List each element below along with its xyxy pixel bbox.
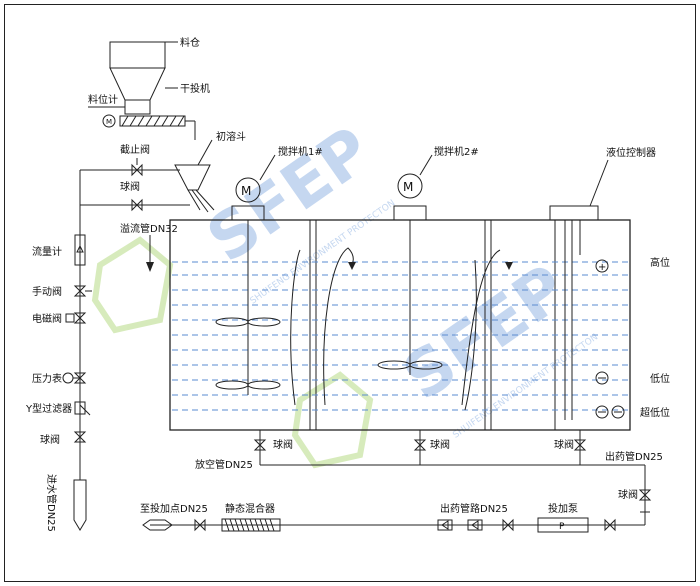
check-valve-2-icon — [467, 519, 483, 531]
pressure-gauge-icon — [62, 372, 74, 384]
bottom-valve-1-icon — [194, 518, 206, 532]
pressure-gauge-label: 压力表 — [32, 372, 62, 385]
ultra-low-sensor-2-icon — [611, 405, 625, 419]
outlet-ball-valve-label: 球阀 — [618, 488, 638, 501]
ball-valve-left-icon — [73, 431, 87, 443]
watermark-text-2: SFEP — [391, 251, 581, 415]
right-ball-valve-label: 球阀 — [554, 438, 574, 451]
dosing-point-arrow-icon — [142, 519, 173, 531]
silo — [109, 41, 166, 115]
drain-valve-label: 球阀 — [273, 438, 293, 451]
diagram-frame — [4, 4, 696, 582]
mid-ball-valve-icon — [413, 439, 427, 451]
watermark-2: SFEP SHUIFENG ENVIRONMENT PROTECTON — [291, 251, 600, 469]
feeder-motor-icon — [102, 114, 116, 128]
static-mixer — [221, 518, 281, 532]
drain-valve-icon — [253, 439, 267, 451]
level-controller — [549, 205, 599, 420]
ball-valve-top-label: 球阀 — [120, 180, 140, 193]
stop-valve-label: 截止阀 — [120, 143, 150, 156]
flowmeter-icon — [74, 234, 86, 266]
dosing-pump-symbol: P — [559, 522, 565, 532]
solenoid-valve-label: 电磁阀 — [32, 312, 62, 325]
dry-feeder-label: 干投机 — [180, 82, 210, 95]
right-ball-valve-icon — [573, 439, 587, 451]
dissolving-hopper-label: 初溶斗 — [216, 130, 246, 143]
feeder-motor-symbol: M — [106, 118, 112, 126]
ball-valve-left-label: 球阀 — [40, 433, 60, 446]
dosing-pump-label: 投加泵 — [548, 502, 578, 515]
mixer1-label: 搅拌机1# — [278, 145, 323, 158]
svg-text:+: + — [598, 262, 606, 273]
ball-valve-top-icon — [131, 198, 143, 212]
outlet-pipe-label: 出药管DN25 — [605, 450, 663, 463]
outlet-pipeline-label: 出药管路DN25 — [440, 502, 508, 515]
mid-ball-valve-label: 球阀 — [430, 438, 450, 451]
low-level-sensor-icon — [595, 371, 609, 385]
high-level-sensor-icon — [595, 259, 609, 273]
inlet-arrow-icon — [73, 479, 87, 531]
level-gauge-label: 料位计 — [88, 93, 118, 106]
level-controller-label: 液位控制器 — [606, 146, 656, 159]
high-level-label: 高位 — [650, 256, 670, 269]
ultra-low-level-label: 超低位 — [640, 406, 670, 419]
flowmeter-label: 流量计 — [32, 245, 62, 258]
manual-valve-label: 手动阀 — [32, 285, 62, 298]
ultra-low-sensor-1-icon — [595, 405, 609, 419]
mixer2 — [377, 173, 443, 375]
dosing-pump-icon — [537, 517, 589, 533]
to-dosing-point-label: 至投加点DN25 — [140, 502, 208, 515]
overflow-pipe-label: 溢流管DN32 — [120, 222, 178, 235]
outlet-ball-valve-icon — [638, 489, 652, 501]
solenoid-valve-icon — [73, 312, 87, 324]
mixer2-motor-symbol: M — [403, 180, 413, 194]
static-mixer-label: 静态混合器 — [225, 502, 275, 515]
inlet-pipe-label: 进水管DN25 — [45, 474, 58, 532]
bottom-valve-2-icon — [502, 518, 514, 532]
manual-valve-icon — [73, 285, 87, 297]
stop-valve-icon — [131, 163, 143, 177]
bottom-valve-3-icon — [604, 518, 616, 532]
mixer1-motor-symbol: M — [241, 184, 251, 198]
silo-label: 料仓 — [180, 36, 200, 49]
mixer1 — [215, 177, 281, 395]
dry-feeder — [119, 115, 196, 140]
drain-pipe-label: 放空管DN25 — [195, 458, 253, 471]
y-strainer-label: Y型过滤器 — [25, 402, 72, 415]
mixer2-label: 搅拌机2# — [434, 145, 479, 158]
low-level-label: 低位 — [650, 372, 670, 385]
check-valve-1-icon — [437, 519, 453, 531]
